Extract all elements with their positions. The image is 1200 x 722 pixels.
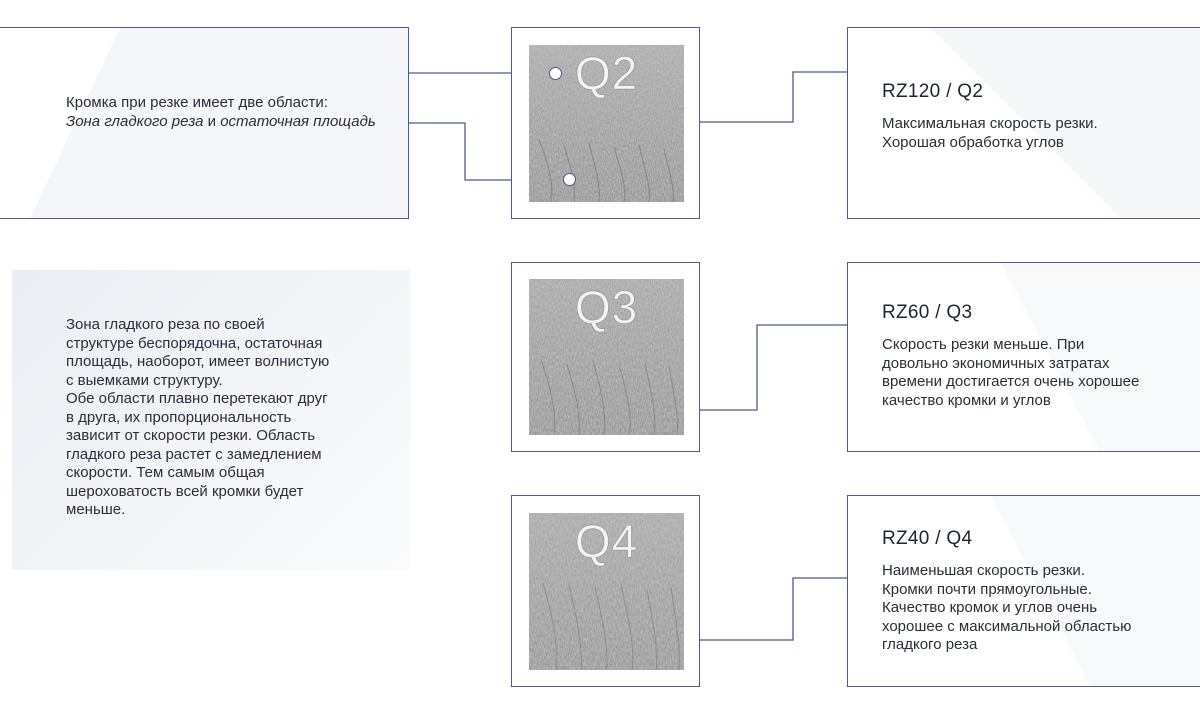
card-q4: [847, 495, 1200, 687]
intro-and: и: [203, 112, 221, 130]
card-q3-desc: Скорость резки меньше. При довольно экон…: [882, 336, 1140, 409]
marker-residual-area[interactable]: [563, 173, 576, 186]
card-q4-title: RZ40 / Q4: [882, 528, 973, 549]
intro-smooth-zone: Зона гладкого реза: [66, 112, 204, 130]
intro-text: Кромка при резке имеет две области: Зона…: [66, 94, 386, 131]
sample-label-q3: Q3: [574, 281, 639, 334]
description-paragraph: Зона гладкого реза по своей структуре бе…: [66, 316, 330, 518]
card-q2: [847, 27, 1200, 219]
texture-q2: [529, 45, 684, 202]
sample-image-q2: Q2: [529, 45, 684, 202]
intro-line1: Кромка при резке имеет две области:: [66, 94, 328, 111]
connector-q2-card: [700, 71, 847, 123]
intro-box: [0, 27, 409, 219]
texture-q3: [529, 279, 684, 435]
card-q2-desc: Максимальная скорость резки. Хорошая обр…: [882, 115, 1098, 151]
card-q2-title: RZ120 / Q2: [882, 81, 984, 102]
sample-image-q4: Q4: [529, 513, 684, 670]
sample-label-q4: Q4: [574, 515, 639, 568]
description-panel: [12, 270, 410, 570]
card-q3: [847, 262, 1200, 452]
sample-image-q3: Q3: [529, 279, 684, 435]
marker-smooth-zone[interactable]: [549, 67, 562, 80]
sample-label-q2: Q2: [574, 47, 639, 100]
intro-line2: Зона гладкого реза и остаточная площадь: [66, 113, 386, 132]
intro-residual-area: остаточная площадь: [220, 112, 376, 130]
connector-q3-card: [700, 324, 847, 411]
texture-q4: [529, 513, 684, 670]
connector-q4-card: [700, 577, 847, 641]
description-text: Зона гладкого реза по своей структуре бе…: [66, 316, 386, 520]
card-q4-desc: Наименьшая скорость резки. Кромки почти …: [882, 562, 1132, 653]
card-q3-title: RZ60 / Q3: [882, 302, 973, 323]
